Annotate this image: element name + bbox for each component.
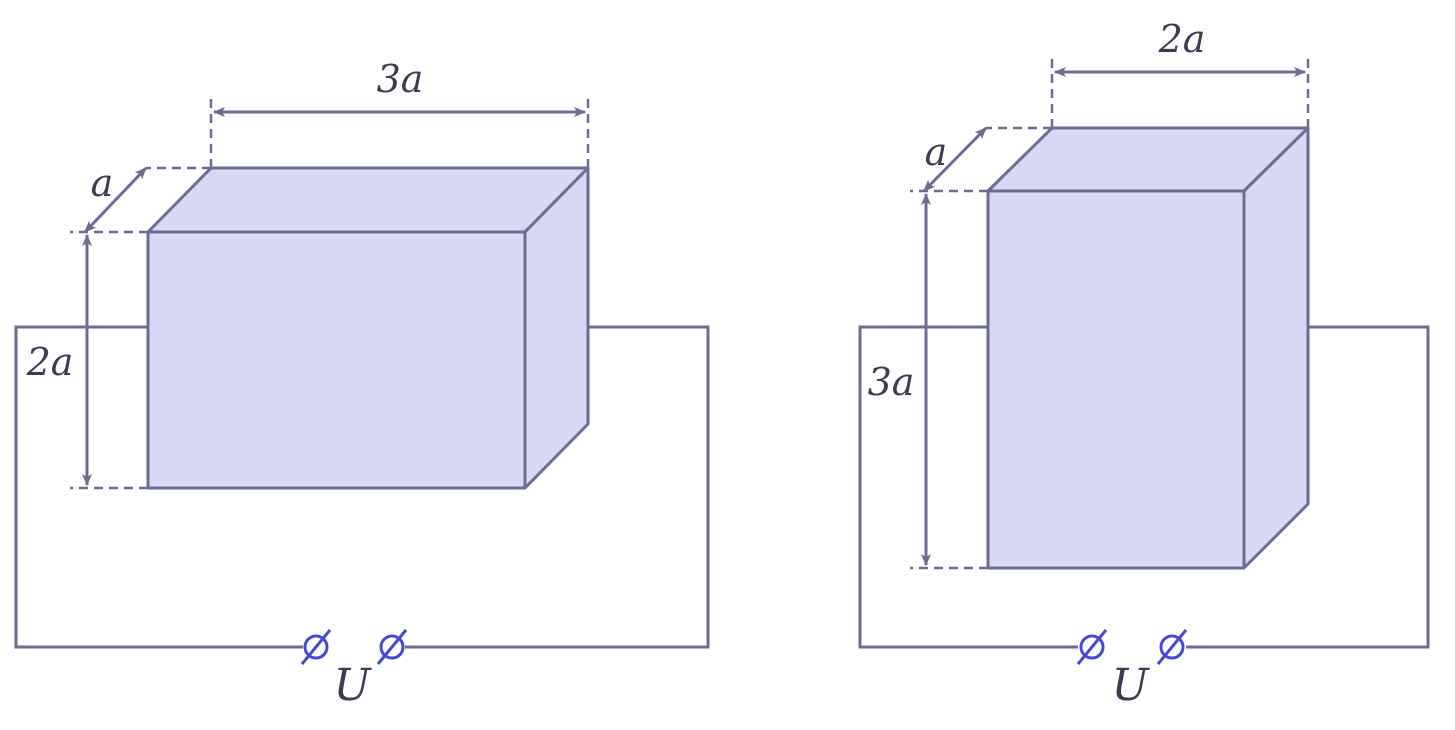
left-terminal-2 [376,629,408,665]
left-depth-dimension-arrow [83,166,148,234]
right-voltage-label: U [1111,660,1150,711]
left-depth-label: a [91,161,114,205]
left-voltage-label: U [333,660,372,711]
left-box-top-face [146,166,590,234]
right-box-front-face [986,189,1246,570]
right-depth-label: a [925,130,948,174]
right-height-label: 3a [868,360,915,404]
left-height-label: 2a [26,340,74,384]
left-terminal-1 [300,629,332,665]
left-box-front-face [146,230,527,490]
left-width-label: 3a [377,57,424,101]
right-box-side-face [1242,126,1310,570]
right-width-label: 2a [1158,17,1206,61]
right-figure: 2a a 3a U [858,17,1430,711]
left-figure: 3a a 2a U [14,57,710,711]
right-terminal-2 [1156,629,1188,665]
right-terminal-1 [1076,629,1108,665]
right-depth-dimension-arrow [922,126,988,193]
